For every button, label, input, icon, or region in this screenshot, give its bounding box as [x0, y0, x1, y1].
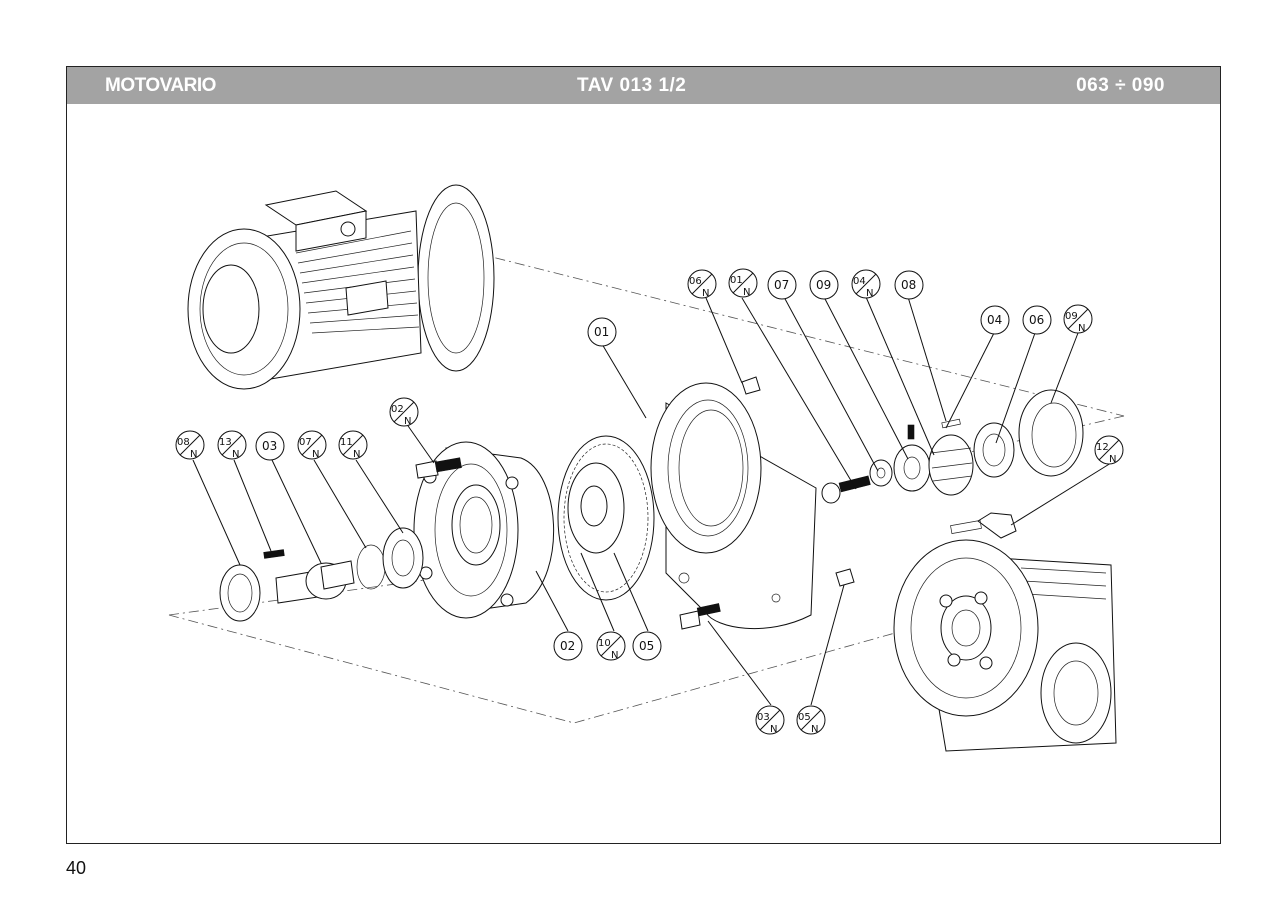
- callout-suffix: N: [1109, 454, 1116, 465]
- callout-number: 09: [816, 278, 831, 292]
- callout-number: 03: [757, 712, 770, 723]
- callout-number: 10: [598, 638, 611, 649]
- callout-suffix: N: [611, 650, 618, 661]
- callout-03: 03: [255, 431, 285, 461]
- callout-03N: 03 N: [755, 705, 785, 735]
- callout-number: 02: [391, 404, 404, 415]
- callout-09: 09: [809, 270, 839, 300]
- callout-number: 04: [853, 276, 866, 287]
- left-shaft-assembly: [219, 527, 424, 622]
- input-flange: [650, 382, 817, 630]
- table-code: TAV 013 1/2: [577, 75, 687, 96]
- callout-05N: 05 N: [796, 705, 826, 735]
- exploded-view-drawing: 06 N 01 N 07 09 04 N 08 04 06 09 N: [168, 184, 1125, 752]
- callout-suffix: N: [232, 449, 239, 460]
- callout-suffix: N: [353, 449, 360, 460]
- callout-number: 11: [340, 437, 353, 448]
- callout-13N: 13 N: [217, 430, 247, 460]
- callout-number: 03: [262, 439, 277, 453]
- leader-lines: [192, 296, 1112, 706]
- callout-suffix: N: [1078, 323, 1085, 334]
- callout-12N: 12 N: [1094, 435, 1124, 465]
- callout-06N: 06 N: [687, 269, 717, 299]
- callout-number: 12: [1096, 442, 1109, 453]
- page-number: 40: [66, 858, 87, 878]
- size-range: 063 ÷ 090: [1076, 75, 1165, 96]
- callout-09N: 09 N: [1063, 304, 1093, 334]
- worm-gearbox: [893, 539, 1117, 752]
- callout-suffix: N: [702, 288, 709, 299]
- title-bar: MOTOVARIO TAV 013 1/2 063 ÷ 090: [67, 67, 1220, 104]
- callout-number: 06: [1029, 313, 1044, 327]
- spur-gear: [557, 435, 655, 601]
- callout-suffix: N: [743, 287, 750, 298]
- callout-number: 08: [901, 278, 916, 292]
- callout-suffix: N: [190, 449, 197, 460]
- callout-04N: 04 N: [851, 269, 881, 299]
- gear-housing: [413, 441, 554, 619]
- callout-number: 06: [689, 276, 702, 287]
- callout-05: 05: [632, 631, 662, 661]
- callout-suffix: N: [312, 449, 319, 460]
- electric-motor: [187, 184, 495, 390]
- callout-07: 07: [767, 270, 797, 300]
- brand-name: MOTOVARIO: [105, 75, 216, 96]
- callout-number: 09: [1065, 311, 1078, 322]
- callout-number: 07: [774, 278, 789, 292]
- callout-07N: 07 N: [297, 430, 327, 460]
- callout-01N: 01 N: [728, 268, 758, 298]
- callout-02: 02: [553, 631, 583, 661]
- callout-suffix: N: [770, 724, 777, 735]
- callout-suffix: N: [811, 724, 818, 735]
- callout-11N: 11 N: [338, 430, 368, 460]
- callout-number: 04: [987, 313, 1002, 327]
- callout-number: 01: [594, 325, 609, 339]
- callout-01: 01: [587, 317, 617, 347]
- callout-04: 04: [980, 305, 1010, 335]
- callout-number: 02: [560, 639, 575, 653]
- callout-number: 05: [798, 712, 811, 723]
- callout-number: 08: [177, 437, 190, 448]
- callout-02N: 02 N: [389, 397, 419, 427]
- callout-number: 13: [219, 437, 232, 448]
- callout-number: 01: [730, 275, 743, 286]
- fasteners: [415, 376, 1084, 630]
- callout-06: 06: [1022, 305, 1052, 335]
- callout-08N: 08 N: [175, 430, 205, 460]
- callout-number: 07: [299, 437, 312, 448]
- callout-number: 05: [639, 639, 654, 653]
- callout-suffix: N: [404, 416, 411, 427]
- callout-suffix: N: [866, 288, 873, 299]
- callout-08: 08: [894, 270, 924, 300]
- callout-10N: 10 N: [596, 631, 626, 661]
